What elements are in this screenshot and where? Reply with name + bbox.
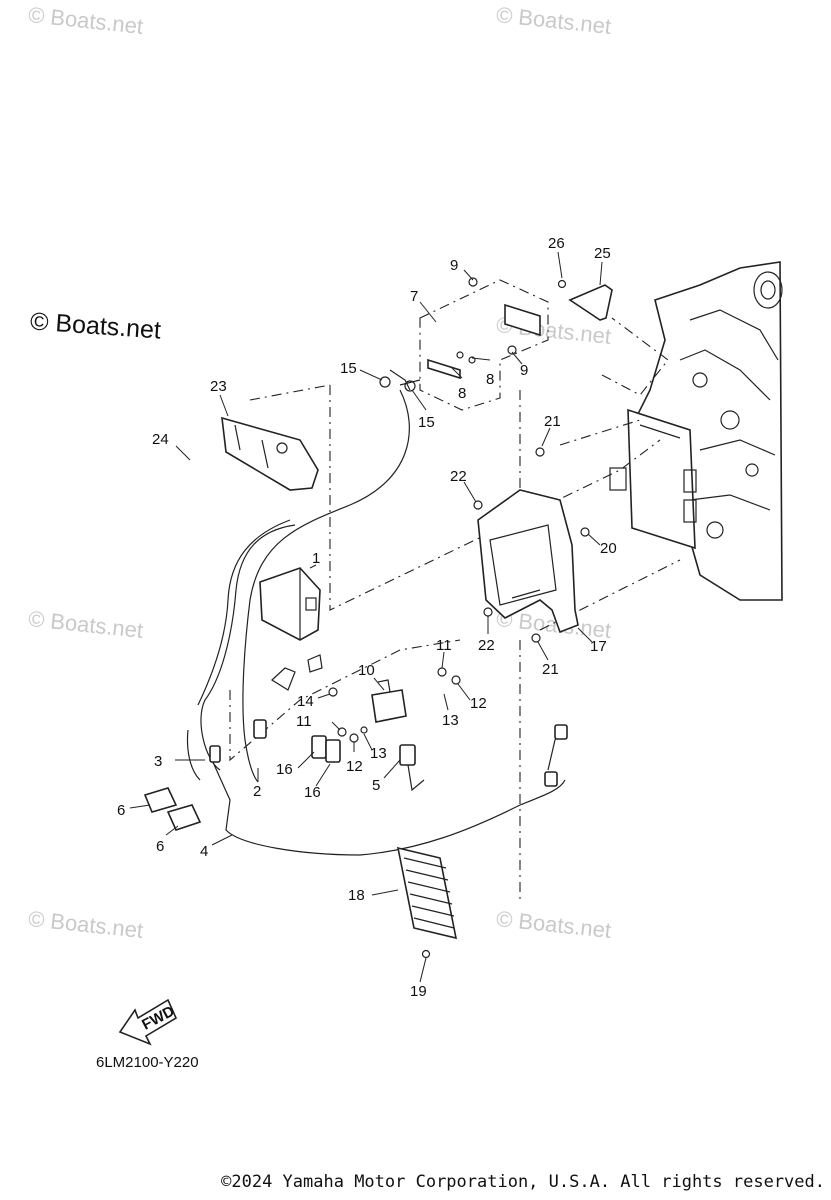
callout-4: 4	[200, 843, 208, 860]
bracket-17	[473, 447, 590, 643]
callouts: 1 2 3 4 5 6 6 7 8 8 9 9 10 11 11 12 12 1…	[117, 235, 617, 1000]
callout-10: 10	[358, 662, 375, 679]
callout-25: 25	[594, 245, 611, 262]
callout-12: 12	[470, 695, 487, 712]
copyright-notice: ©2024 Yamaha Motor Corporation, U.S.A. A…	[221, 1172, 825, 1192]
callout-1: 1	[312, 550, 320, 567]
bracket-25	[557, 279, 613, 321]
callout-13: 13	[370, 745, 387, 762]
callout-24: 24	[152, 431, 169, 448]
engine-block	[609, 261, 783, 601]
callout-9: 9	[520, 362, 528, 379]
callout-15: 15	[418, 414, 435, 431]
callout-6: 6	[117, 802, 125, 819]
callout-13: 13	[442, 712, 459, 729]
callout-17: 17	[590, 638, 607, 655]
callout-6: 6	[156, 838, 164, 855]
callout-2: 2	[253, 783, 261, 800]
callout-7: 7	[410, 288, 418, 305]
callout-3: 3	[154, 753, 162, 770]
callout-22: 22	[478, 637, 495, 654]
wire-harness	[186, 389, 568, 856]
callout-9: 9	[450, 257, 458, 274]
leader-lines	[129, 251, 603, 983]
callout-16: 16	[304, 784, 321, 801]
relay-10	[328, 667, 461, 743]
callout-5: 5	[372, 777, 380, 794]
callout-11: 11	[296, 713, 312, 730]
plate-18	[396, 846, 458, 959]
connector-plate-7	[379, 277, 541, 392]
callout-11: 11	[436, 637, 452, 654]
callout-21: 21	[542, 661, 559, 678]
callout-8: 8	[458, 385, 466, 402]
callout-20: 20	[600, 540, 617, 557]
fuse-16	[311, 735, 341, 763]
fwd-arrow-icon	[118, 998, 178, 1046]
callout-18: 18	[348, 887, 365, 904]
callout-12: 12	[346, 758, 363, 775]
callout-15: 15	[340, 360, 357, 377]
callout-26: 26	[548, 235, 565, 252]
coupler-5	[399, 744, 425, 792]
callout-14: 14	[297, 693, 314, 710]
callout-8: 8	[486, 371, 494, 388]
module-1	[259, 567, 321, 641]
callout-22: 22	[450, 468, 467, 485]
callout-23: 23	[210, 378, 227, 395]
callout-19: 19	[410, 983, 427, 1000]
holder-6	[143, 787, 202, 831]
callout-21: 21	[544, 413, 561, 430]
cover-23	[221, 416, 319, 491]
diagram-code: 6LM2100-Y220	[96, 1054, 199, 1071]
callout-16: 16	[276, 761, 293, 778]
